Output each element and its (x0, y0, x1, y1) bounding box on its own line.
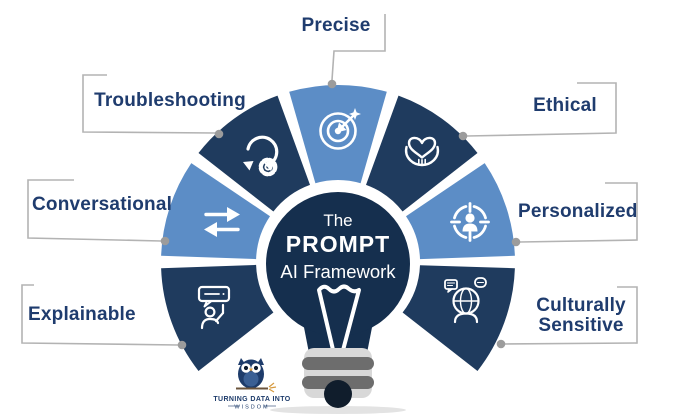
ring-segment-personalized (406, 163, 515, 260)
ring-segment-troubleshooting (198, 95, 310, 212)
dot-troubleshooting (214, 129, 224, 139)
person-speech-bubble-icon (197, 285, 231, 330)
light-bulb: The PROMPT AI Framework (266, 192, 410, 414)
bulb-title-prompt: PROMPT (286, 231, 390, 257)
bulb-title-framework: AI Framework (280, 261, 396, 282)
bulb-circle (266, 192, 410, 336)
exchange-arrows-icon (204, 207, 240, 237)
label-explainable: Explainable (28, 304, 136, 325)
segment-icons (197, 108, 490, 330)
logo-line2: WISDOM (234, 405, 269, 411)
dot-ethical (458, 131, 468, 141)
gear-refresh-icon (243, 135, 279, 177)
logo-line1: TURNING DATA INTO (213, 396, 290, 403)
label-personalized: Personalized (518, 201, 638, 222)
connector-explainable (21, 284, 179, 346)
target-dart-icon (319, 108, 361, 150)
connector-ethical (466, 82, 617, 137)
bulb-base-bar-top (302, 357, 374, 370)
dot-conversational (160, 236, 170, 246)
connector-lines (21, 14, 638, 346)
connector-culturally-sensitive (504, 286, 638, 345)
label-precise: Precise (301, 15, 371, 36)
connector-troubleshooting (82, 74, 216, 134)
label-ethical: Ethical (533, 95, 597, 116)
person-target-icon (450, 202, 490, 242)
globe-person-chat-icon (444, 277, 487, 324)
connector-precise (331, 14, 386, 81)
brand-logo: TURNING DATA INTO WISDOM (213, 358, 290, 411)
owl-icon (236, 358, 277, 393)
ring-segment-ethical (366, 95, 478, 212)
connector-personalized (519, 182, 638, 243)
dot-precise (327, 79, 337, 89)
label-conversational: Conversational (32, 194, 173, 215)
hands-heart-icon (404, 136, 440, 167)
dot-explainable (177, 340, 187, 350)
ring-segment-conversational (161, 163, 270, 260)
connector-conversational (27, 179, 162, 242)
dot-personalized (511, 237, 521, 247)
bulb-base-tip (324, 380, 352, 408)
bulb-shadow (270, 406, 406, 414)
dot-culturally-sensitive (496, 339, 506, 349)
ring-segment-culturally-sensitive (402, 265, 515, 371)
label-troubleshooting: Troubleshooting (94, 90, 246, 111)
label-culturally-sensitive: Culturally Sensitive (536, 295, 626, 336)
bulb-title-the: The (323, 211, 352, 230)
connector-dots (160, 79, 521, 350)
